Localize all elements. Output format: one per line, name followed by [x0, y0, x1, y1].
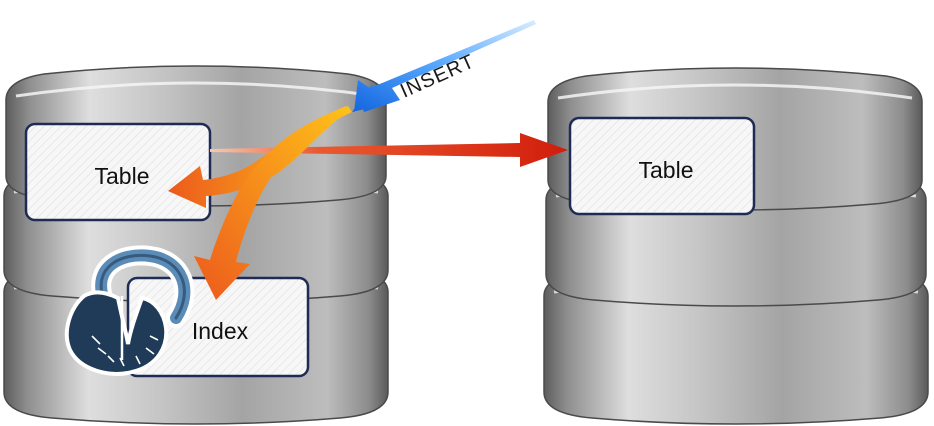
- left-table-box: Table: [24, 122, 212, 222]
- index-label: Index: [192, 318, 249, 344]
- replication-arrow: [210, 133, 568, 167]
- postgresql-elephant-logo: [64, 245, 195, 376]
- left-table-label: Table: [95, 163, 150, 189]
- right-table-box: Table: [568, 116, 756, 216]
- right-table-label: Table: [639, 157, 694, 183]
- insert-arrow: INSERT: [352, 20, 536, 112]
- logo-detail: [91, 335, 159, 367]
- right-database-icon: [543, 67, 929, 425]
- write-arrow-to-index: [194, 106, 352, 300]
- insert-label: INSERT: [397, 50, 478, 102]
